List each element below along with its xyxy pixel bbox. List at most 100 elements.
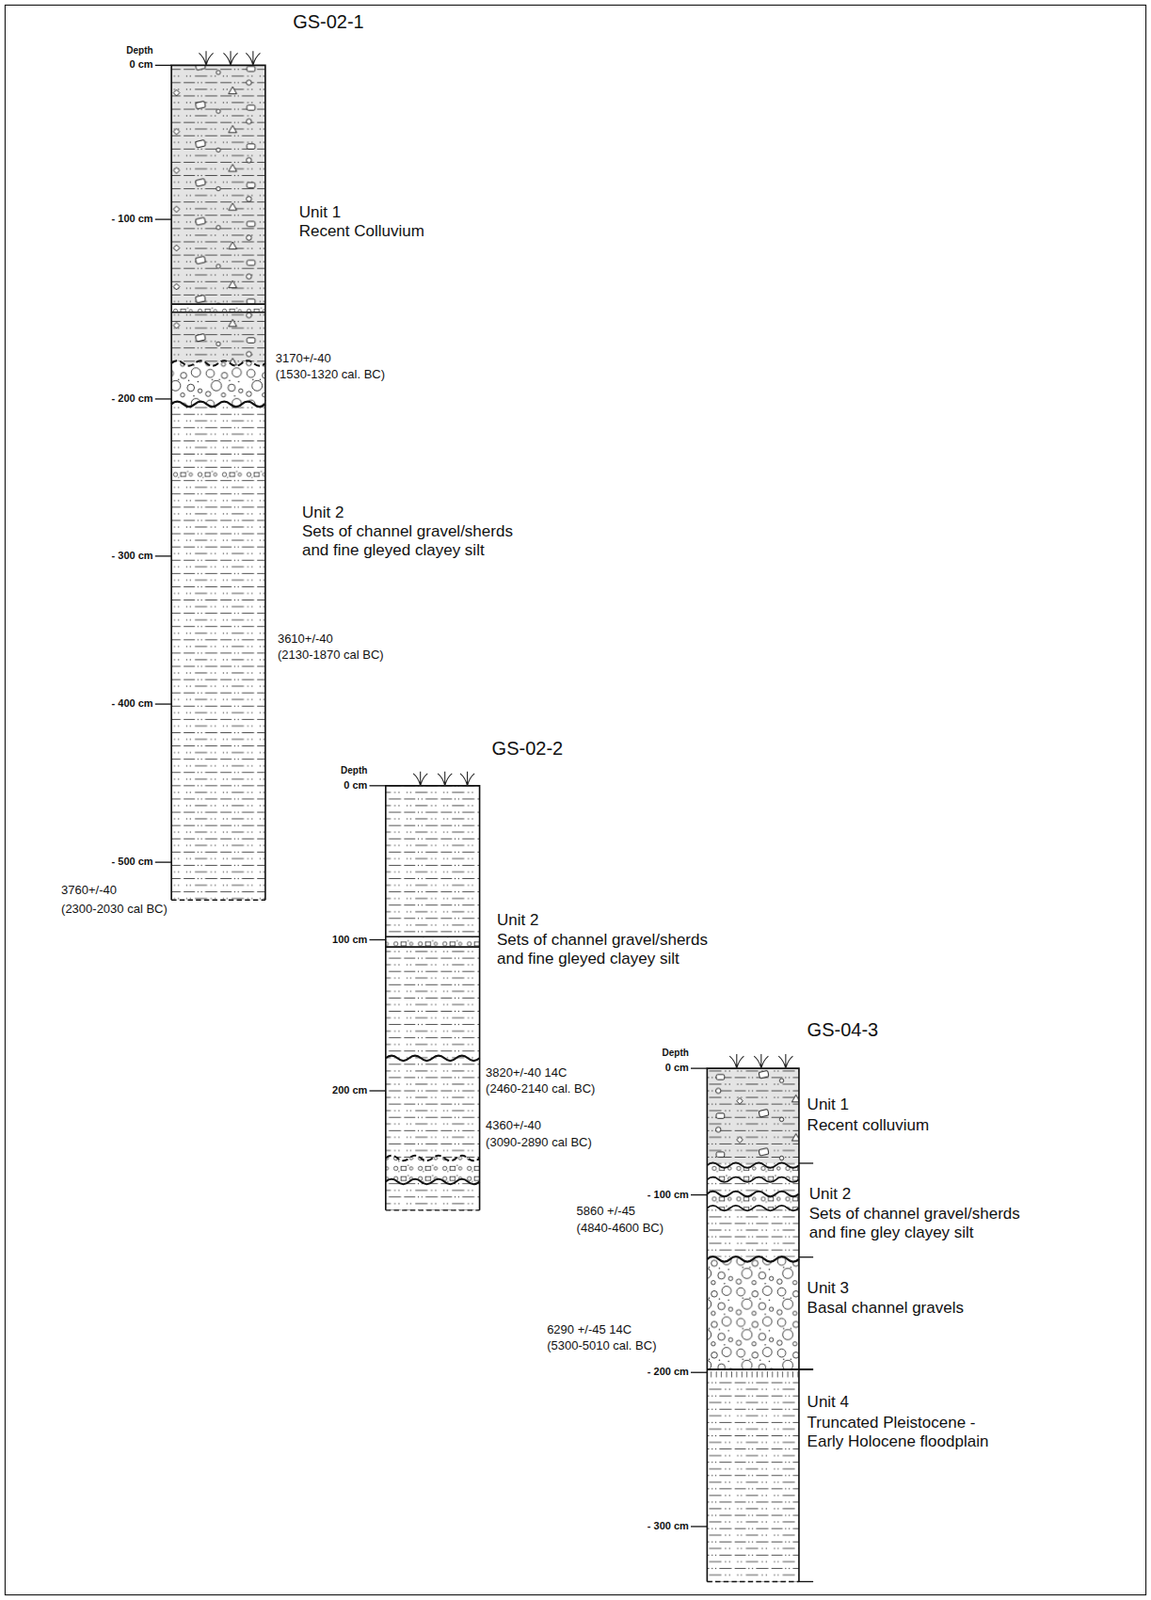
section-column-art-part [171,360,266,407]
section-column-art-part [706,1191,800,1212]
section-column-art-part-part [690,1194,707,1196]
section-column-art-part [413,771,475,786]
radiocarbon-date: (4840-4600 BC) [576,1220,665,1235]
section-column-art-part [171,401,266,407]
section-column-art-part [171,64,266,400]
depth-label: - 100 cm [111,212,154,225]
section-column-art-part [706,1162,800,1183]
section-column-art-part [385,785,480,1211]
radiocarbon-date: 3170+/-40 [275,351,332,366]
section-column-art-part [385,1155,480,1161]
unit-label: Unit 3 [807,1278,849,1298]
frame-border [4,4,1146,1595]
section-title: GS-02-1 [292,10,365,33]
depth-label: - 200 cm [647,1365,689,1378]
unit-label: Unit 1 [299,203,341,223]
section-column-art-part [706,1581,800,1583]
section-column-art-part [385,1155,480,1184]
section-column-art-part [155,64,172,863]
unit-label: Unit 4 [807,1392,849,1412]
radiocarbon-date: (1530-1320 cal. BC) [275,367,385,382]
section-column-art-part [706,1256,800,1370]
depth-label: - 200 cm [111,392,154,405]
unit-label: Sets of channel gravel/sherds and fine g… [302,522,524,560]
depth-heading: Depth [340,765,368,777]
section-column-art-part [706,1205,800,1211]
radiocarbon-date: 3760+/-40 [61,882,117,897]
section-column-art-part [706,1163,800,1258]
unit-label: Recent colluvium [807,1116,929,1136]
depth-label: 0 cm [343,779,368,792]
section-column-art [155,50,266,900]
section-column-art-part-part [460,771,475,786]
section-column-art-part-part [778,1054,793,1069]
section-column-art-part [171,303,266,313]
radiocarbon-date: 6290 +/-45 14C [546,1322,632,1337]
section-column-art-part-part [690,1067,707,1069]
depth-heading: Depth [662,1047,689,1059]
section-column-art-part [171,303,266,305]
section-column-art-part [706,1068,800,1164]
section-column-art-part-part [368,784,385,786]
radiocarbon-date: 3820+/-40 14C [485,1065,567,1080]
section-column-art [368,771,480,1211]
section-column-art-part-part [155,398,172,400]
section-column-art-part [385,936,480,947]
section-column-art-part [171,311,266,314]
section-column-art-part-part [155,861,172,863]
unit-label: Recent Colluvium [299,222,425,241]
depth-label: - 500 cm [111,855,154,868]
radiocarbon-date: (2130-1870 cal BC) [277,647,384,662]
section-column-art-part [706,1191,800,1197]
section-column-art-part-part [753,1054,768,1069]
section-column-art-part-part [413,771,428,786]
section-column-art-part [171,399,266,900]
radiocarbon-date: 3610+/-40 [277,631,334,646]
unit-label: Unit 2 [809,1184,851,1204]
section-column-art-part [171,64,266,900]
section-column-art-part-part [245,50,260,65]
unit-label: Truncated Pleistocene - Early Holocene f… [807,1413,1010,1452]
section-column-art-part [171,899,266,901]
section-column-art-part [690,1068,814,1582]
section-column-art-part-part [799,1162,814,1164]
unit-label: Unit 2 [302,503,344,523]
section-column-art-part [706,1068,800,1164]
depth-label: 100 cm [332,933,368,946]
depth-label: 0 cm [129,58,154,71]
section-column-art-part-part [799,1581,814,1583]
depth-label: - 300 cm [647,1519,689,1533]
section-column-art-part [385,1055,480,1061]
section-title: GS-04-3 [807,1018,880,1041]
radiocarbon-date: (5300-5010 cal. BC) [546,1338,656,1353]
section-column-art-part [706,1068,800,1164]
section-column: GS-02-2 [385,785,480,1211]
section-column-art-part [171,360,266,366]
section-column-art-part [706,1256,800,1262]
unit-label: Unit 2 [496,911,539,930]
section-column-art-part-part [799,1256,814,1258]
section-column: GS-04-3 [706,1068,800,1582]
unit-label: Sets of channel gravel/sherds and fine g… [809,1204,1031,1243]
section-column-art-part-part [729,1054,744,1069]
section-column-art-part [368,785,385,1091]
section-column-art-part-part [368,1089,385,1091]
section-column-art-part-part [198,50,213,65]
section-column-art-part [171,64,266,400]
section-column-art-part-part [155,555,172,557]
section-column-art-part [385,1155,480,1184]
section-column-art-part-part [368,939,385,941]
section-column-art-part [729,1054,793,1069]
unit-label: Sets of channel gravel/sherds and fine g… [496,930,719,969]
section-column-art-part-part [155,218,172,220]
radiocarbon-date: 4360+/-40 [485,1118,542,1133]
section-column-art [690,1054,814,1583]
section-column-art-part [171,64,266,400]
section-column-art-part [706,1370,800,1378]
section-column-art-part-part [155,64,172,66]
section-column: GS-02-1 [171,64,266,900]
section-column-art-part [385,936,480,947]
